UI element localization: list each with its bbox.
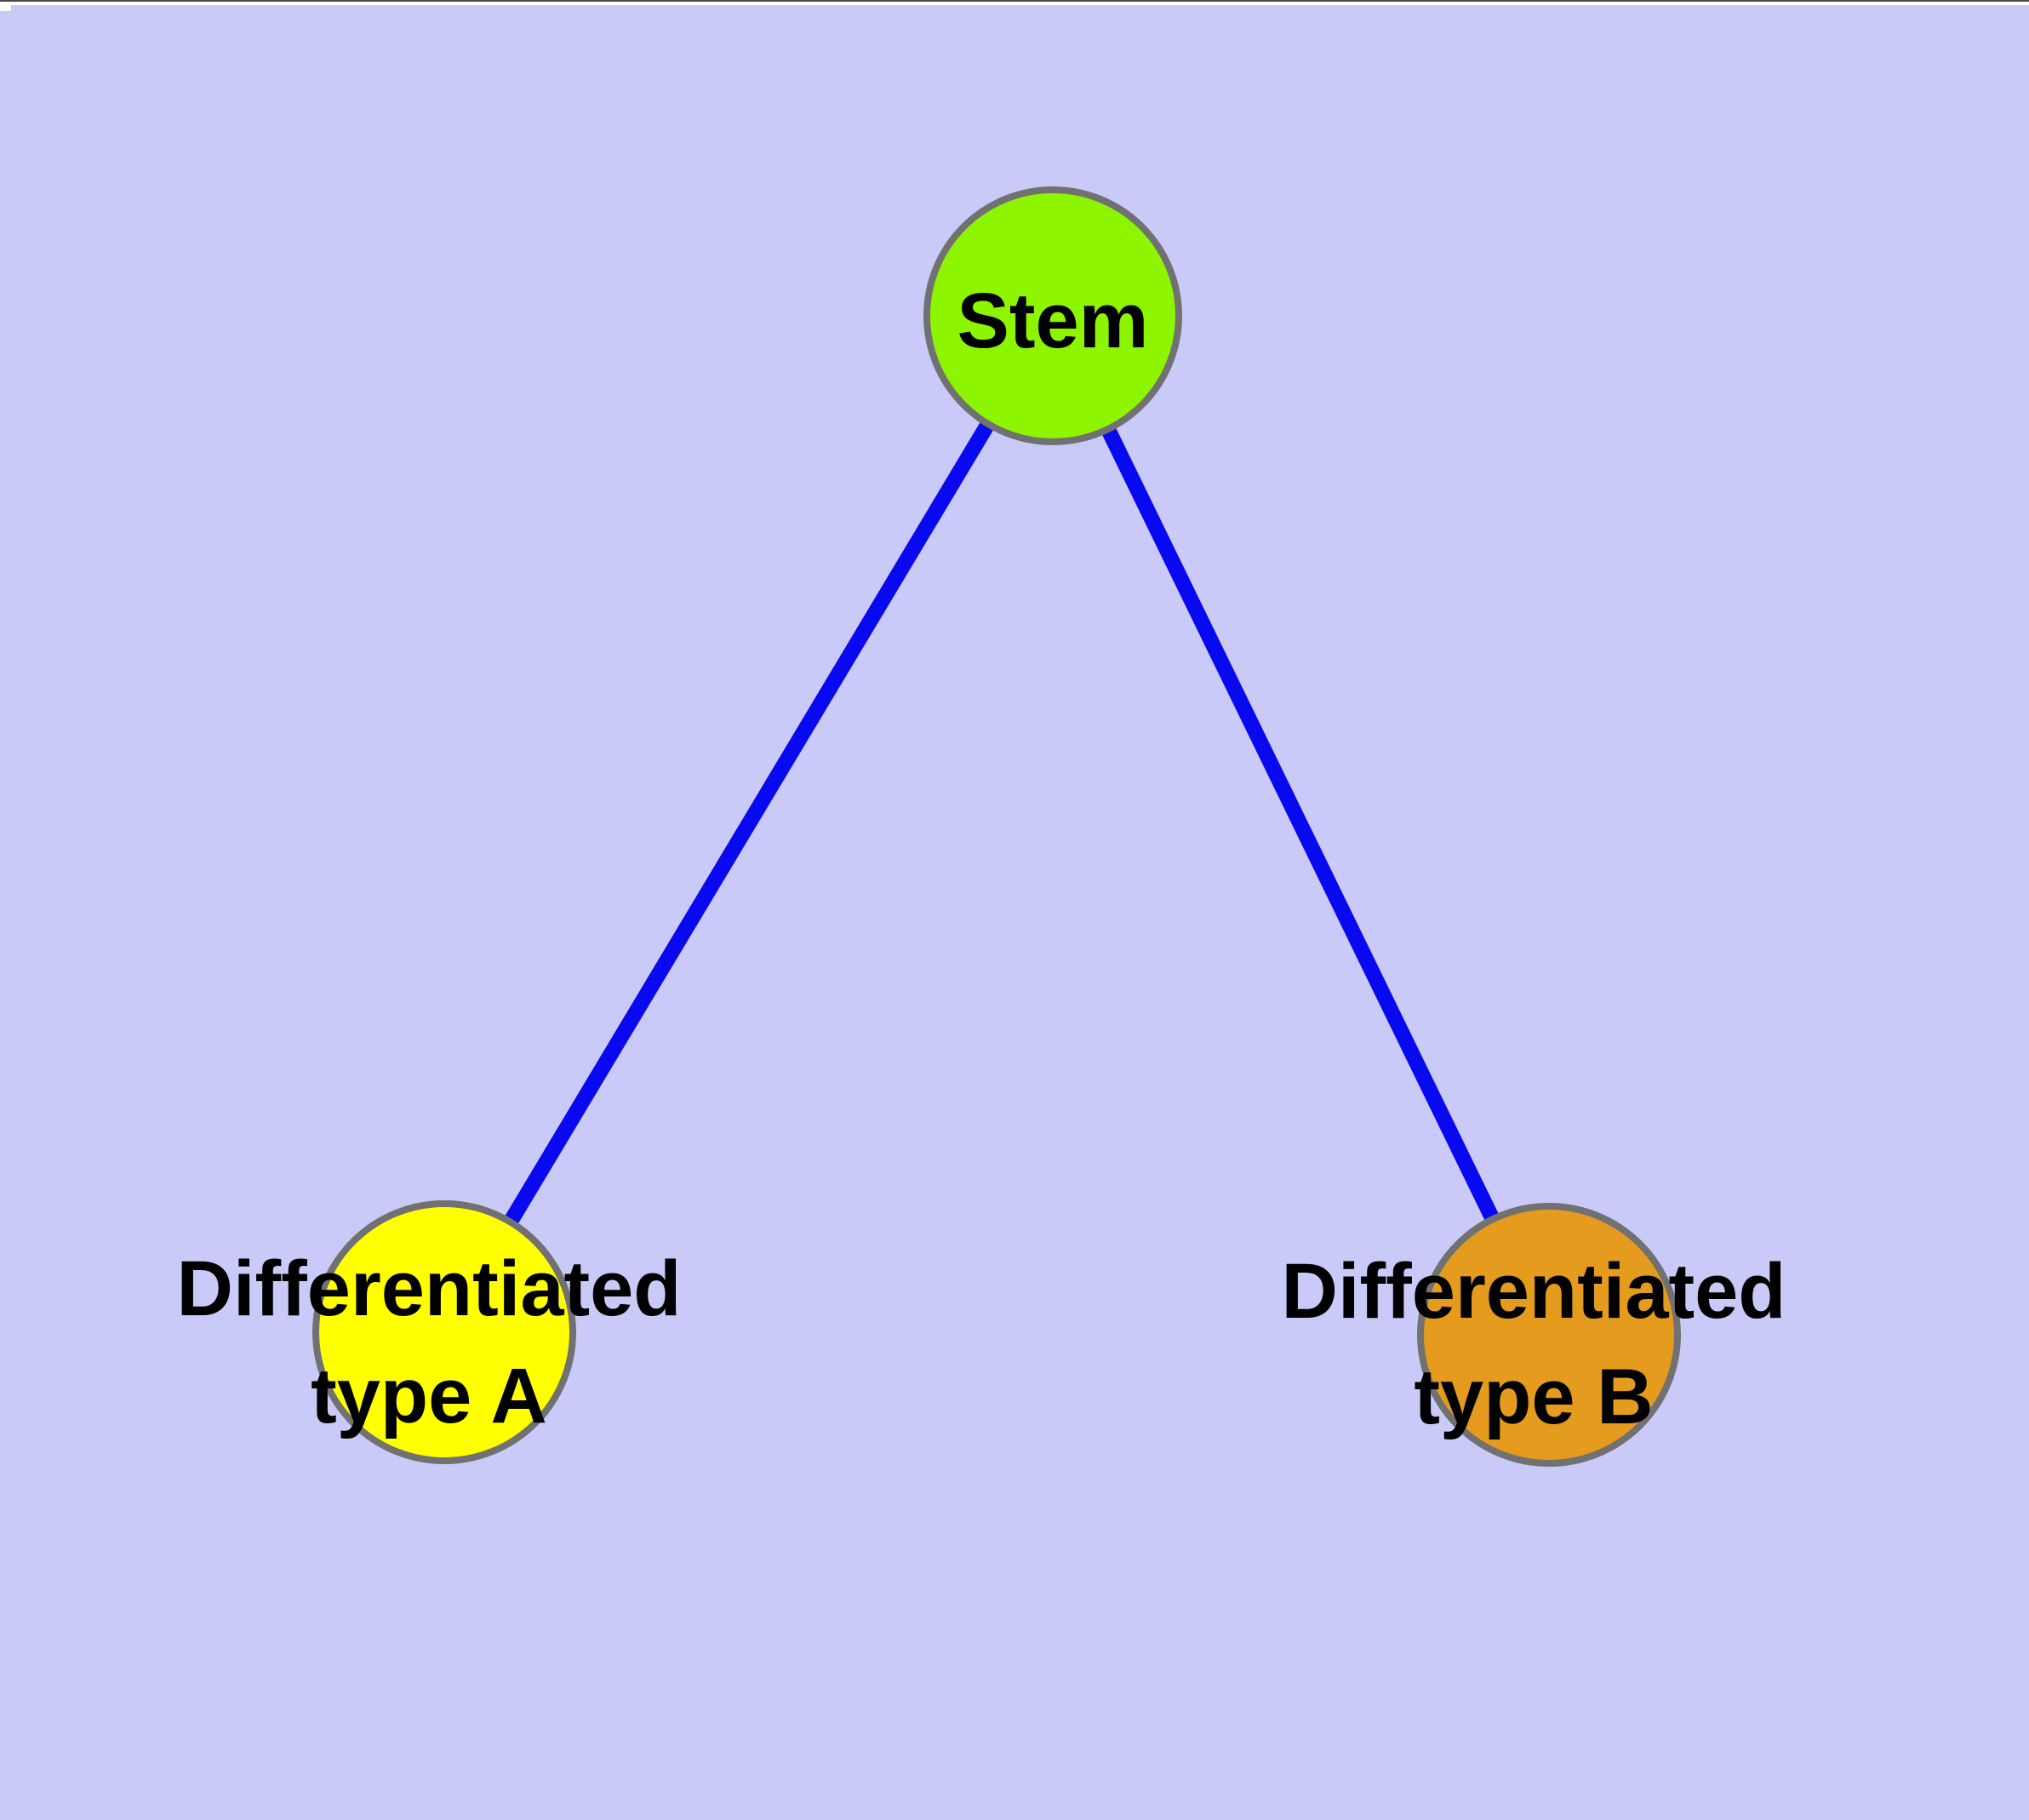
- node-type-a-label-line-2: type A: [311, 1353, 547, 1439]
- top-left-corner-notch: [0, 2, 11, 11]
- edge-stem-to-type-b: [1045, 312, 1557, 1338]
- top-edge-hairline: [0, 0, 2029, 2]
- node-type-b-label-line-2: type B: [1414, 1354, 1653, 1440]
- node-type-b-label-line-1: Differentiated: [1282, 1248, 1786, 1335]
- edge-stem-to-type-a: [437, 312, 1060, 1336]
- top-edge-white-strip: [0, 2, 2029, 5]
- node-type-a-label-line-1: Differentiated: [177, 1245, 682, 1332]
- node-differentiated-type-a: [312, 1200, 576, 1464]
- node-stem: [923, 186, 1182, 445]
- node-stem-label: Stem: [957, 278, 1149, 364]
- node-differentiated-type-b: [1417, 1203, 1681, 1467]
